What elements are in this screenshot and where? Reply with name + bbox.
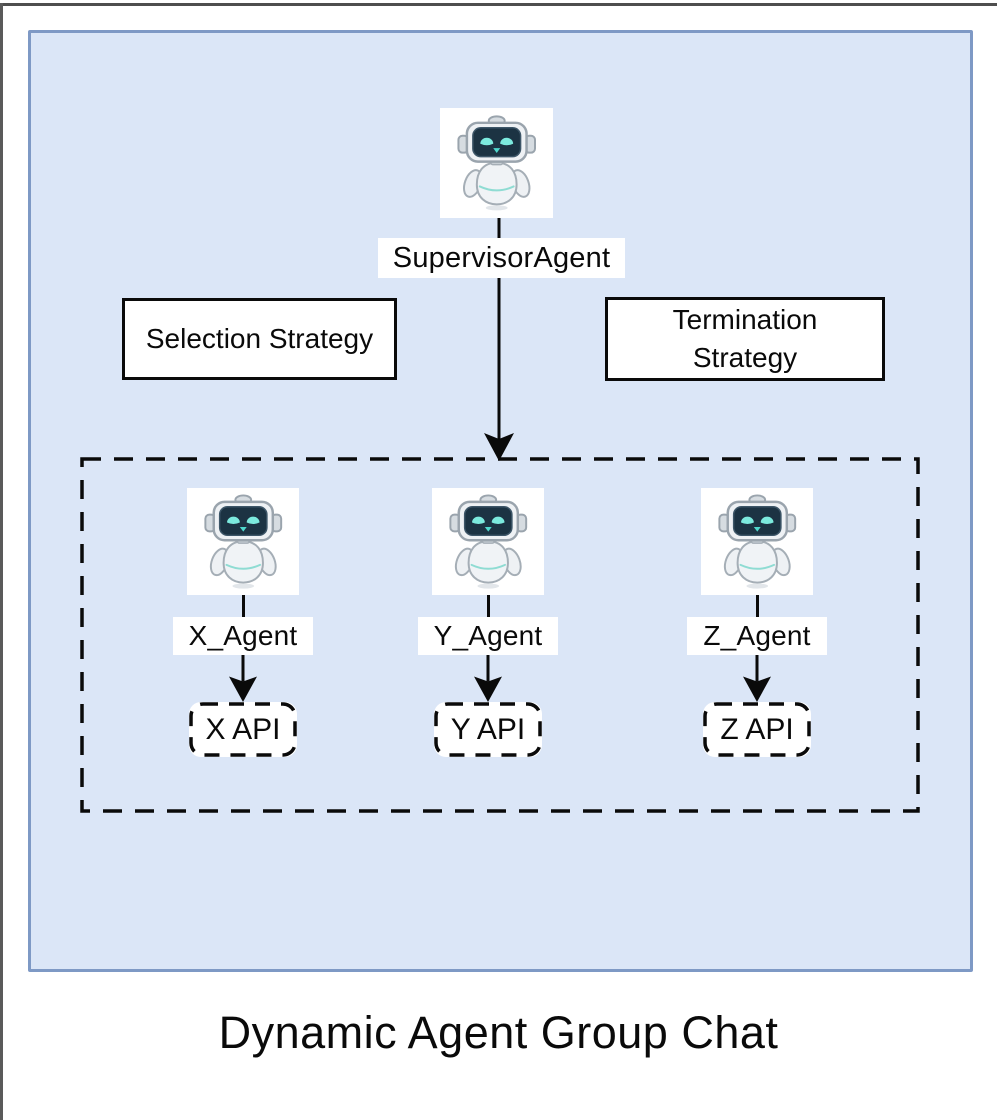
- z-agent-to-api-arrow: [741, 655, 773, 702]
- x-api-label: X API: [205, 712, 281, 746]
- z-agent-avatar: [701, 488, 813, 595]
- robot-icon: [708, 492, 807, 590]
- z-api-label: Z API: [720, 712, 794, 746]
- y-agent-connector: [486, 595, 490, 618]
- z-agent-label: Z_Agent: [687, 617, 827, 655]
- z-api-box: Z API: [703, 702, 811, 757]
- selection-strategy-box: Selection Strategy: [122, 298, 397, 380]
- y-agent-label: Y_Agent: [418, 617, 558, 655]
- x-api-border: [189, 702, 297, 757]
- y-api-label: Y API: [450, 712, 526, 746]
- z-api-border: [703, 702, 811, 757]
- screenshot-frame-top: [0, 3, 997, 6]
- termination-strategy-box: Termination Strategy: [605, 297, 885, 381]
- diagram-title: Dynamic Agent Group Chat: [218, 1007, 779, 1058]
- x-agent-to-api-arrow: [227, 655, 259, 702]
- y-api-box: Y API: [434, 702, 542, 757]
- supervisor-avatar: [440, 108, 553, 218]
- termination-strategy-label: Termination Strategy: [672, 304, 818, 373]
- x-agent-connector: [241, 595, 245, 618]
- y-agent-avatar: [432, 488, 544, 595]
- supervisor-label: SupervisorAgent: [378, 238, 625, 278]
- robot-icon: [447, 112, 546, 213]
- selection-strategy-label: Selection Strategy: [145, 323, 374, 354]
- robot-icon: [194, 492, 293, 590]
- y-agent-to-api-arrow: [472, 655, 504, 702]
- y-api-border: [434, 702, 542, 757]
- x-agent-avatar: [187, 488, 299, 595]
- screenshot-frame-left: [0, 3, 3, 1120]
- x-agent-label: X_Agent: [173, 617, 313, 655]
- z-agent-connector: [755, 595, 759, 618]
- x-api-box: X API: [189, 702, 297, 757]
- robot-icon: [439, 492, 538, 590]
